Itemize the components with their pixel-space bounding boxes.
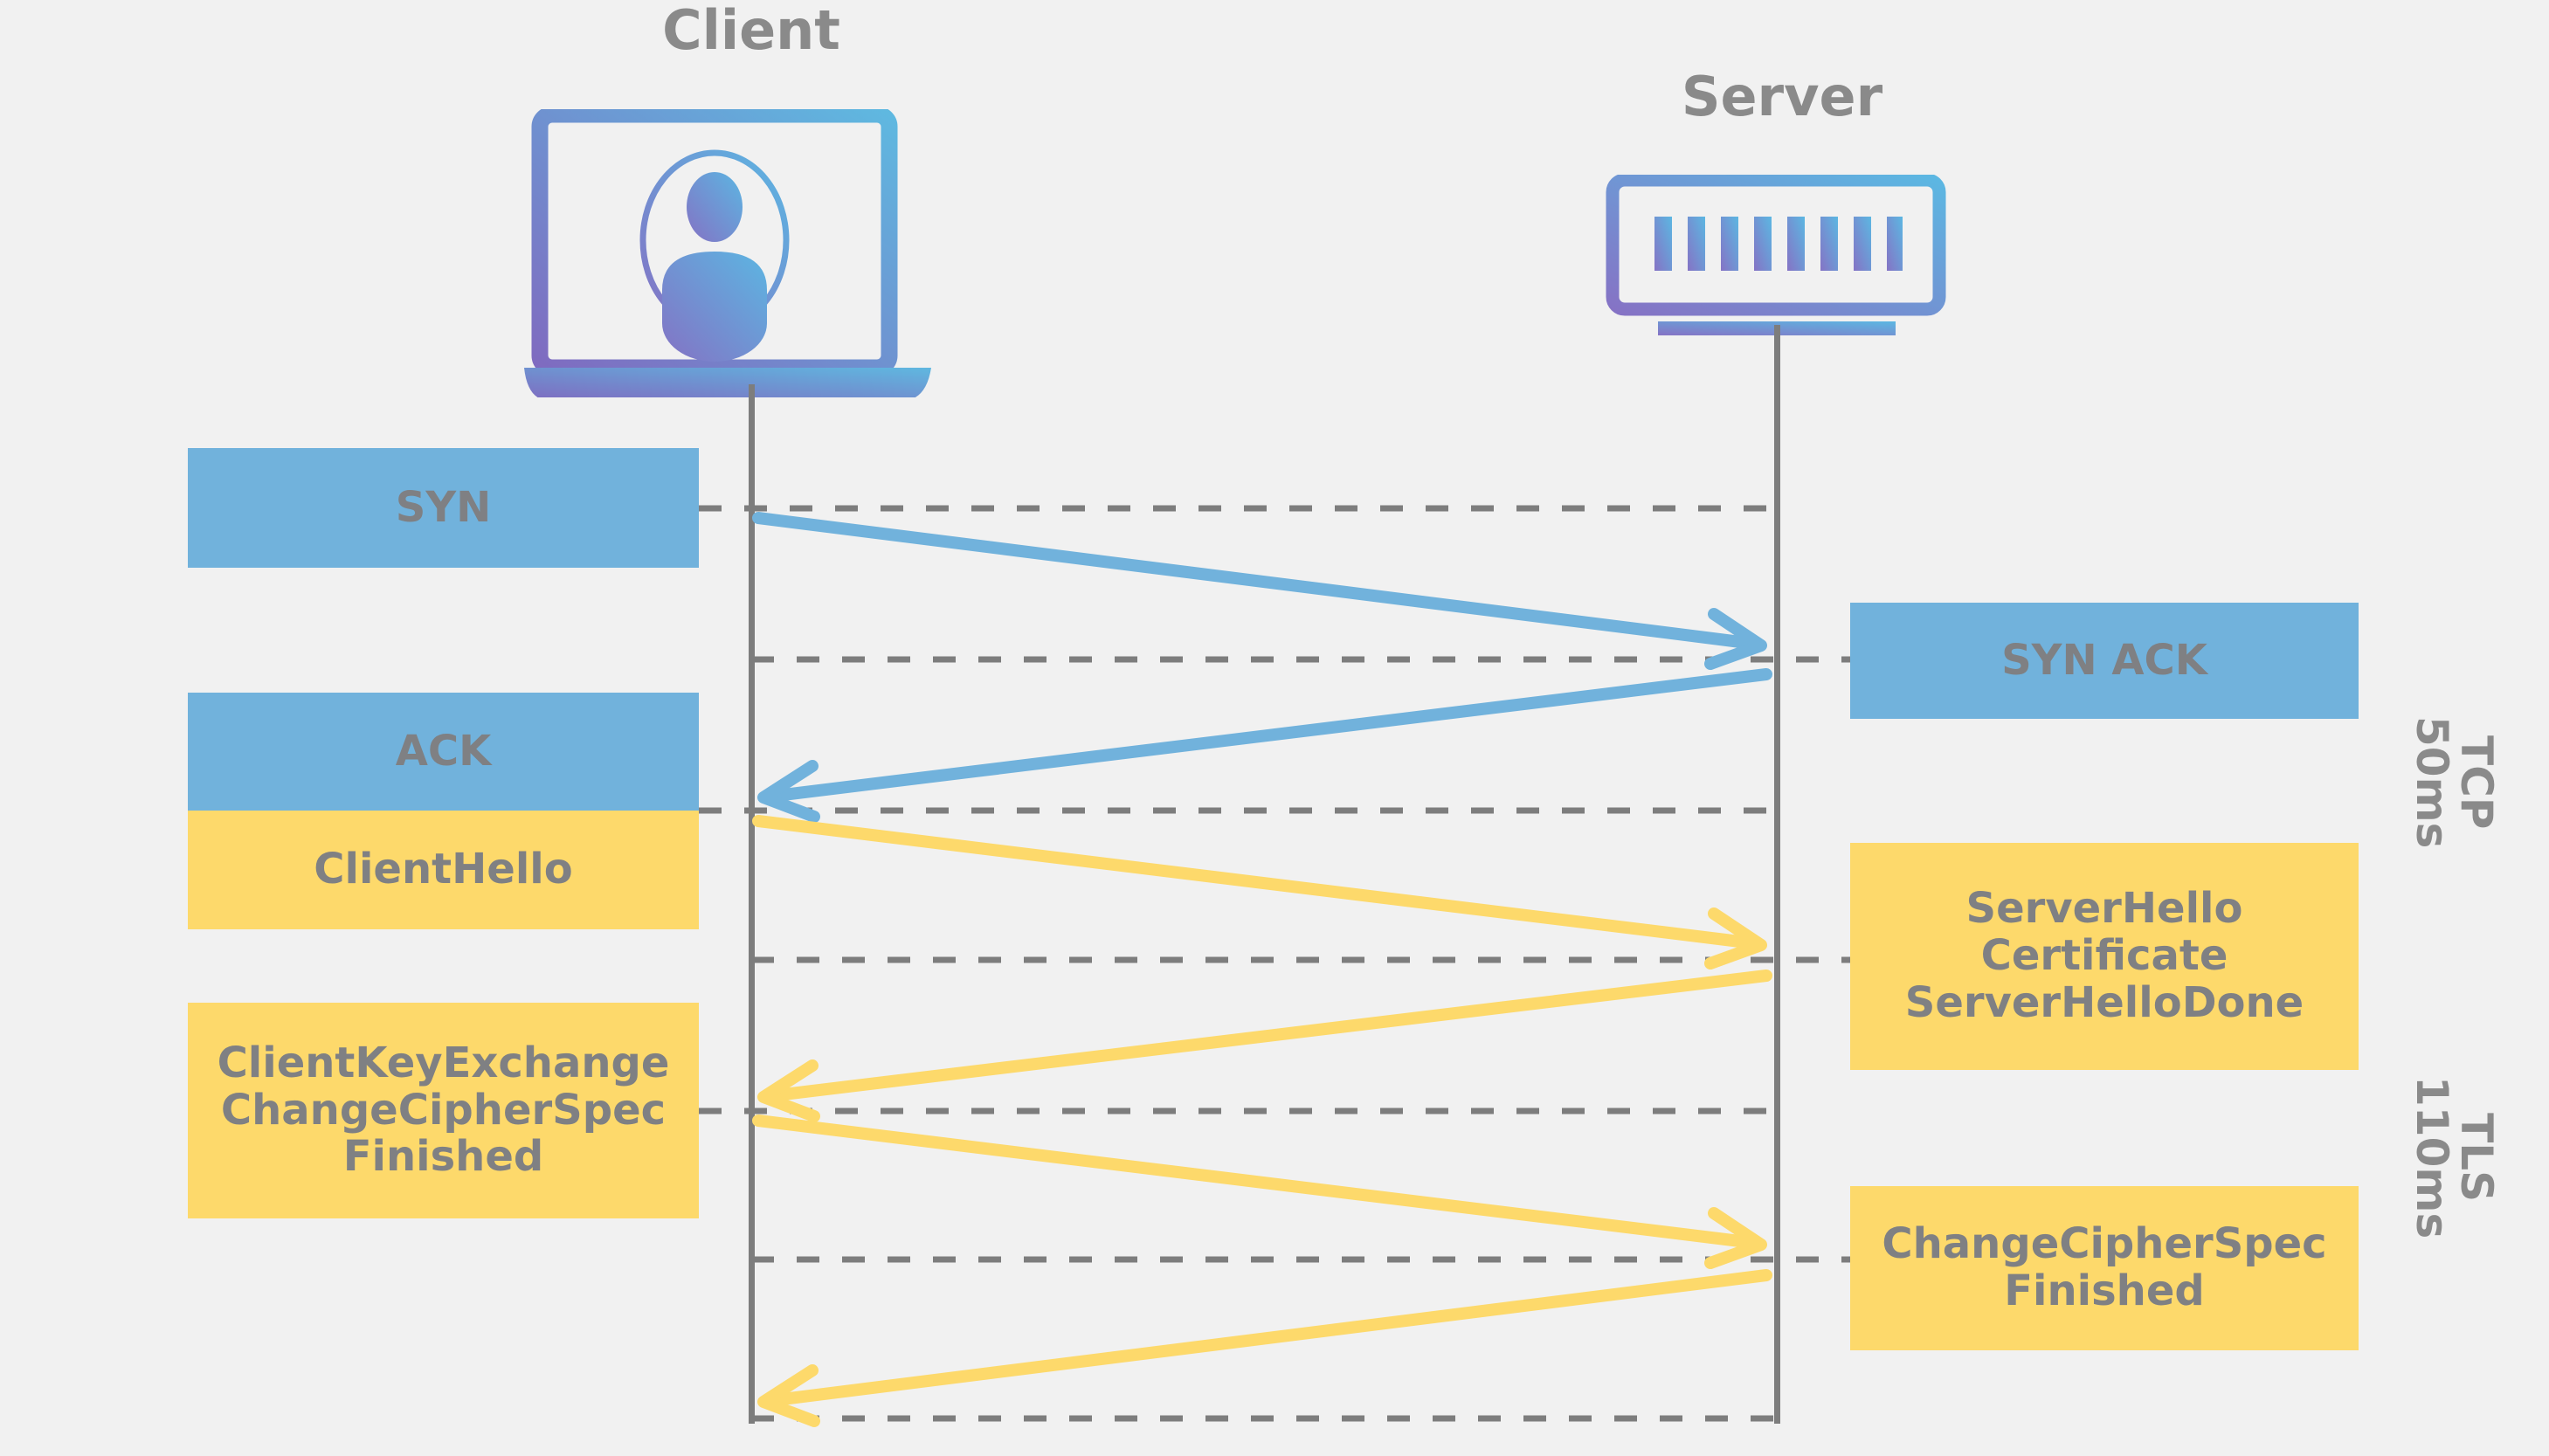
message-label-client-hello: ClientHello <box>188 811 699 929</box>
message-label-server-change-cipher-spec: ChangeCipherSpec Finished <box>1850 1186 2359 1350</box>
arrow-client-hello <box>752 815 1767 970</box>
message-label-syn-ack: SYN ACK <box>1850 603 2359 719</box>
laptop-user-icon <box>524 109 931 397</box>
phase-tcp-protocol: TCP <box>2451 735 2502 830</box>
message-label-client-key-exchange: ClientKeyExchange ChangeCipherSpec Finis… <box>188 1003 699 1218</box>
phase-tcp-duration: 50ms <box>2407 716 2457 849</box>
arrow-syn-ack <box>757 668 1772 823</box>
server-rack-icon <box>1606 175 1946 335</box>
phase-label-tcp: TCP 50ms <box>2407 716 2502 849</box>
arrow-client-key <box>752 1114 1767 1269</box>
client-title: Client <box>662 0 840 62</box>
message-label-syn: SYN <box>188 448 699 568</box>
phase-tls-duration: 110ms <box>2407 1076 2457 1239</box>
phase-label-tls: TLS 110ms <box>2407 1076 2502 1239</box>
server-title: Server <box>1681 65 1883 128</box>
arrow-server-ccs <box>757 1269 1772 1427</box>
phase-tls-protocol: TLS <box>2451 1113 2502 1203</box>
arrow-syn <box>752 512 1767 670</box>
message-label-server-hello: ServerHello Certificate ServerHelloDone <box>1850 843 2359 1070</box>
client-lifeline <box>749 384 755 1424</box>
server-lifeline <box>1774 325 1780 1424</box>
arrow-server-hello <box>757 970 1772 1122</box>
message-label-ack: ACK <box>188 693 699 811</box>
